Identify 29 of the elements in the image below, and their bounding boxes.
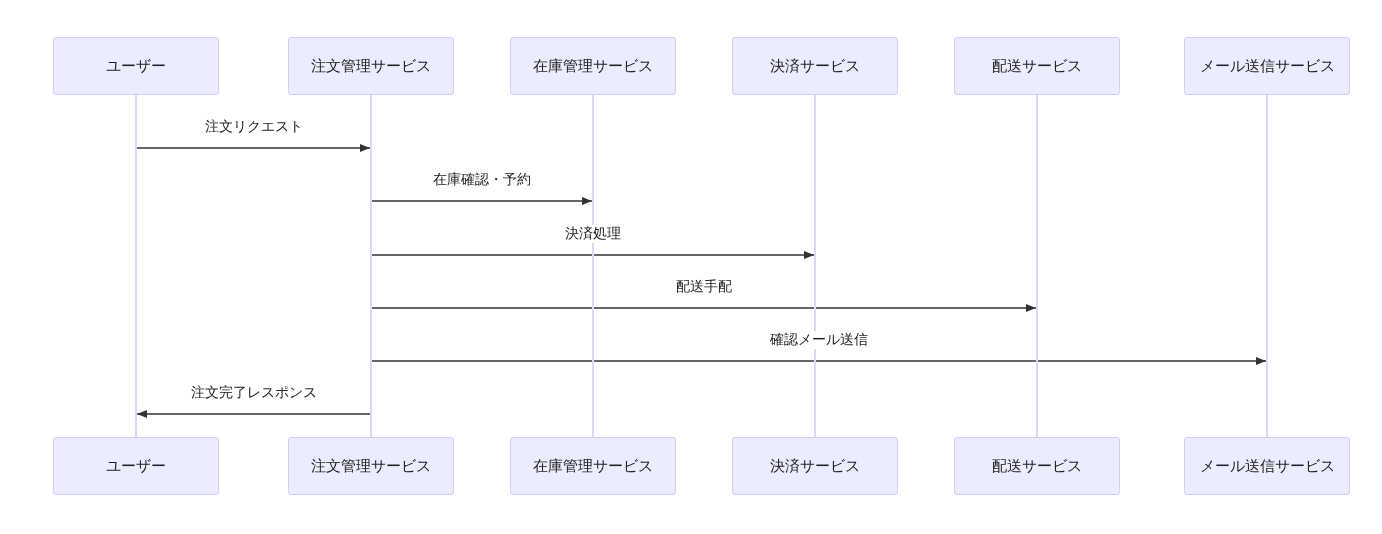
edge-label: 確認メール送信 — [768, 331, 870, 349]
participant-box: ユーザー — [53, 37, 219, 95]
arrow — [371, 251, 815, 259]
lifeline — [135, 95, 137, 437]
participant-box: 配送サービス — [954, 37, 1120, 95]
participant-box: 注文管理サービス — [288, 437, 454, 495]
lifeline — [592, 95, 594, 437]
arrow — [371, 357, 1267, 365]
arrow — [371, 304, 1037, 312]
participant-box: メール送信サービス — [1184, 437, 1350, 495]
lifeline — [814, 95, 816, 437]
lifeline — [1036, 95, 1038, 437]
participant-box: 在庫管理サービス — [510, 37, 676, 95]
participant-box: 決済サービス — [732, 437, 898, 495]
participant-box: 注文管理サービス — [288, 37, 454, 95]
participant-box: ユーザー — [53, 437, 219, 495]
edge-label: 注文完了レスポンス — [188, 384, 319, 402]
edge-label: 決済処理 — [563, 225, 623, 243]
participant-box: 決済サービス — [732, 37, 898, 95]
lifeline — [370, 95, 372, 437]
participant-box: メール送信サービス — [1184, 37, 1350, 95]
lifeline — [1266, 95, 1268, 437]
arrow — [136, 144, 371, 152]
participant-box: 配送サービス — [954, 437, 1120, 495]
edge-label: 在庫確認・予約 — [431, 171, 533, 189]
arrow — [371, 197, 593, 205]
edge-label: 配送手配 — [674, 278, 734, 296]
arrow — [136, 410, 371, 418]
participant-box: 在庫管理サービス — [510, 437, 676, 495]
